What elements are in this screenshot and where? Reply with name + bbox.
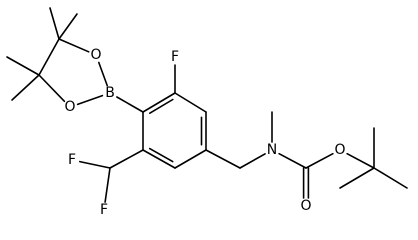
molecule-structure: F B O O N O O F F bbox=[6, 7, 408, 218]
atom-label: F bbox=[171, 49, 179, 65]
single-bond bbox=[38, 74, 66, 103]
single-bond bbox=[6, 56, 40, 76]
atom-label: F bbox=[100, 202, 108, 218]
single-bond bbox=[278, 152, 307, 169]
atom-b1: B bbox=[103, 85, 117, 101]
aromatic-inner-bond bbox=[149, 98, 174, 114]
single-bond bbox=[11, 74, 40, 101]
single-bond bbox=[49, 7, 60, 40]
atom-label-background bbox=[103, 86, 117, 100]
atom-label: O bbox=[90, 47, 101, 63]
single-bond bbox=[98, 61, 108, 87]
single-bond bbox=[79, 160, 111, 169]
single-bond bbox=[104, 167, 111, 203]
atom-label-background bbox=[333, 143, 347, 157]
single-bond bbox=[76, 94, 104, 106]
atom-o2: O bbox=[63, 99, 77, 115]
single-bond bbox=[109, 149, 144, 169]
aromatic-inner-bond bbox=[148, 147, 174, 163]
atom-f3: F bbox=[97, 202, 111, 218]
single-bond bbox=[174, 149, 207, 169]
single-bond bbox=[174, 92, 207, 113]
atom-o3: O bbox=[299, 198, 313, 214]
single-bond bbox=[239, 153, 266, 169]
single-bond bbox=[58, 13, 78, 40]
atom-label: O bbox=[64, 99, 75, 115]
single-bond bbox=[205, 149, 241, 169]
atom-label: O bbox=[300, 198, 311, 214]
aromatic-bond bbox=[142, 92, 176, 113]
atom-label-background bbox=[265, 143, 279, 157]
atom-o4: O bbox=[333, 142, 347, 158]
atom-label-background bbox=[65, 153, 79, 167]
atom-label-layer: F B O O N O O F F bbox=[63, 47, 347, 218]
atom-label-background bbox=[168, 50, 182, 64]
bond-layer bbox=[6, 7, 408, 203]
atom-label-background bbox=[97, 203, 111, 217]
single-bond bbox=[58, 38, 90, 53]
atom-label-background bbox=[299, 199, 313, 213]
single-bond bbox=[346, 152, 375, 169]
atom-f1: F bbox=[168, 49, 182, 65]
atom-n1: N bbox=[265, 142, 279, 158]
atom-label-background bbox=[89, 48, 103, 62]
single-bond bbox=[305, 152, 334, 169]
single-bond bbox=[373, 167, 408, 189]
single-bond bbox=[339, 167, 375, 189]
atom-label: N bbox=[267, 142, 277, 158]
aromatic-bond bbox=[142, 149, 176, 169]
atom-label: B bbox=[105, 85, 115, 101]
atom-label: F bbox=[68, 152, 76, 168]
atom-label-background bbox=[63, 100, 77, 114]
atom-f2: F bbox=[65, 152, 79, 168]
atom-label: O bbox=[334, 142, 345, 158]
single-bond bbox=[116, 96, 144, 113]
single-bond bbox=[38, 38, 60, 76]
atom-o1: O bbox=[89, 47, 103, 63]
